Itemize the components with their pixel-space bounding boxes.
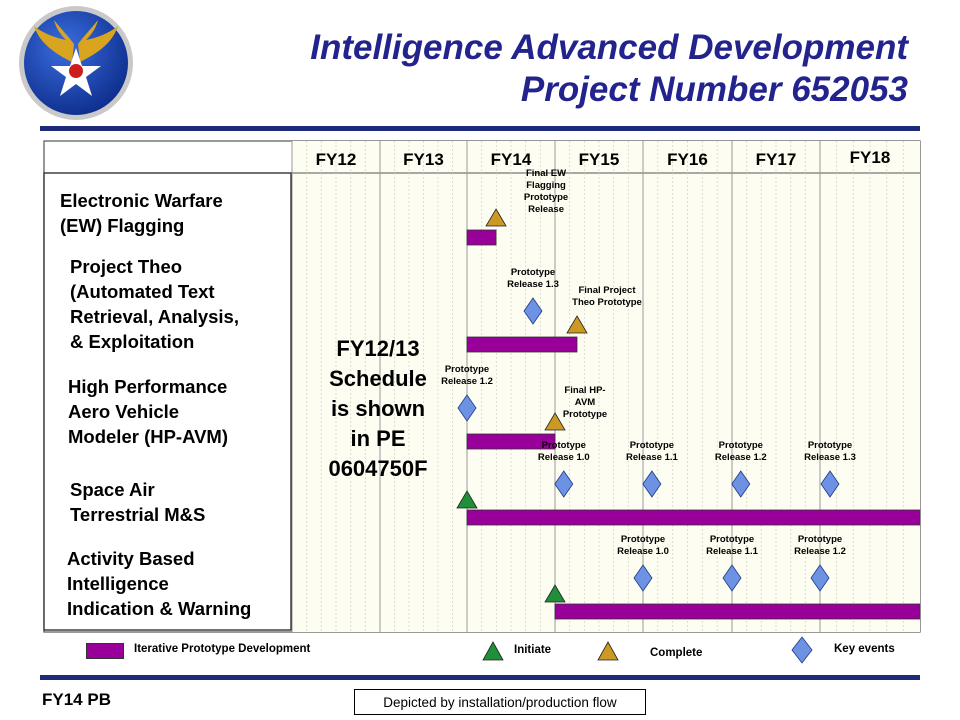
project-label-theo: Project Theo (Automated Text Retrieval, … xyxy=(70,256,239,352)
right-wing-icon xyxy=(78,20,118,62)
prototype-development-bar xyxy=(466,229,497,246)
fy-label-fy17: FY17 xyxy=(756,150,797,169)
fy-label-fy12: FY12 xyxy=(316,150,357,169)
legend-key-event-diamond-icon xyxy=(791,636,813,664)
key-event-diamond-icon xyxy=(810,564,830,592)
budget-label: FY14 PB xyxy=(42,690,111,709)
prototype-development-bar xyxy=(466,336,578,353)
fy-label-fy13: FY13 xyxy=(403,150,444,169)
complete-triangle-icon xyxy=(566,315,588,334)
fy-label-fy14: FY14 xyxy=(491,150,532,169)
fy-label-fy18: FY18 xyxy=(850,148,891,167)
key-event-diamond-icon xyxy=(722,564,742,592)
prototype-development-bar xyxy=(466,509,921,526)
key-event-diamond-icon xyxy=(523,297,543,325)
legend-bar-swatch xyxy=(86,643,124,659)
legend-complete-triangle-icon xyxy=(597,641,619,661)
legend-key-events-label: Key events xyxy=(834,643,895,655)
depiction-note-box: Depicted by installation/production flow xyxy=(354,689,646,715)
title-line-2: Project Number 652053 xyxy=(520,70,908,109)
project-label-hp-avm: High Performance Aero Vehicle Modeler (H… xyxy=(68,376,228,447)
fy-label-fy15: FY15 xyxy=(579,150,620,169)
prototype-development-bar xyxy=(554,603,921,620)
key-event-diamond-icon xyxy=(554,470,574,498)
title-line-1: Intelligence Advanced Development xyxy=(310,28,908,67)
complete-triangle-icon xyxy=(544,412,566,431)
header-rule xyxy=(40,126,920,131)
timeline-area xyxy=(292,141,920,632)
initiate-triangle-icon xyxy=(544,584,566,603)
key-event-diamond-icon xyxy=(731,470,751,498)
project-label-space-air: Space Air Terrestrial M&S xyxy=(70,479,206,525)
left-wing-icon xyxy=(34,20,74,62)
project-label-ew-flagging: Electronic Warfare (EW) Flagging xyxy=(60,190,223,236)
legend-bar-label: Iterative Prototype Development xyxy=(134,643,311,655)
project-label-panel xyxy=(43,172,292,631)
legend-complete-label: Complete xyxy=(650,647,703,659)
initiate-triangle-icon xyxy=(456,490,478,509)
footer-rule xyxy=(40,675,920,680)
legend-initiate-label: Initiate xyxy=(514,644,552,656)
project-label-activity-based: Activity Based Intelligence Indication &… xyxy=(67,548,252,619)
prototype-development-bar xyxy=(466,433,556,450)
key-event-diamond-icon xyxy=(642,470,662,498)
air-corps-roundel-logo xyxy=(19,6,133,120)
fy12-13-schedule-note: FY12/13 Schedule is shown in PE 0604750F xyxy=(328,336,428,481)
key-event-diamond-icon xyxy=(820,470,840,498)
complete-triangle-icon xyxy=(485,208,507,227)
legend-initiate-triangle-icon xyxy=(482,641,504,661)
fy-label-fy16: FY16 xyxy=(667,150,708,169)
key-event-diamond-icon xyxy=(457,394,477,422)
key-event-diamond-icon xyxy=(633,564,653,592)
